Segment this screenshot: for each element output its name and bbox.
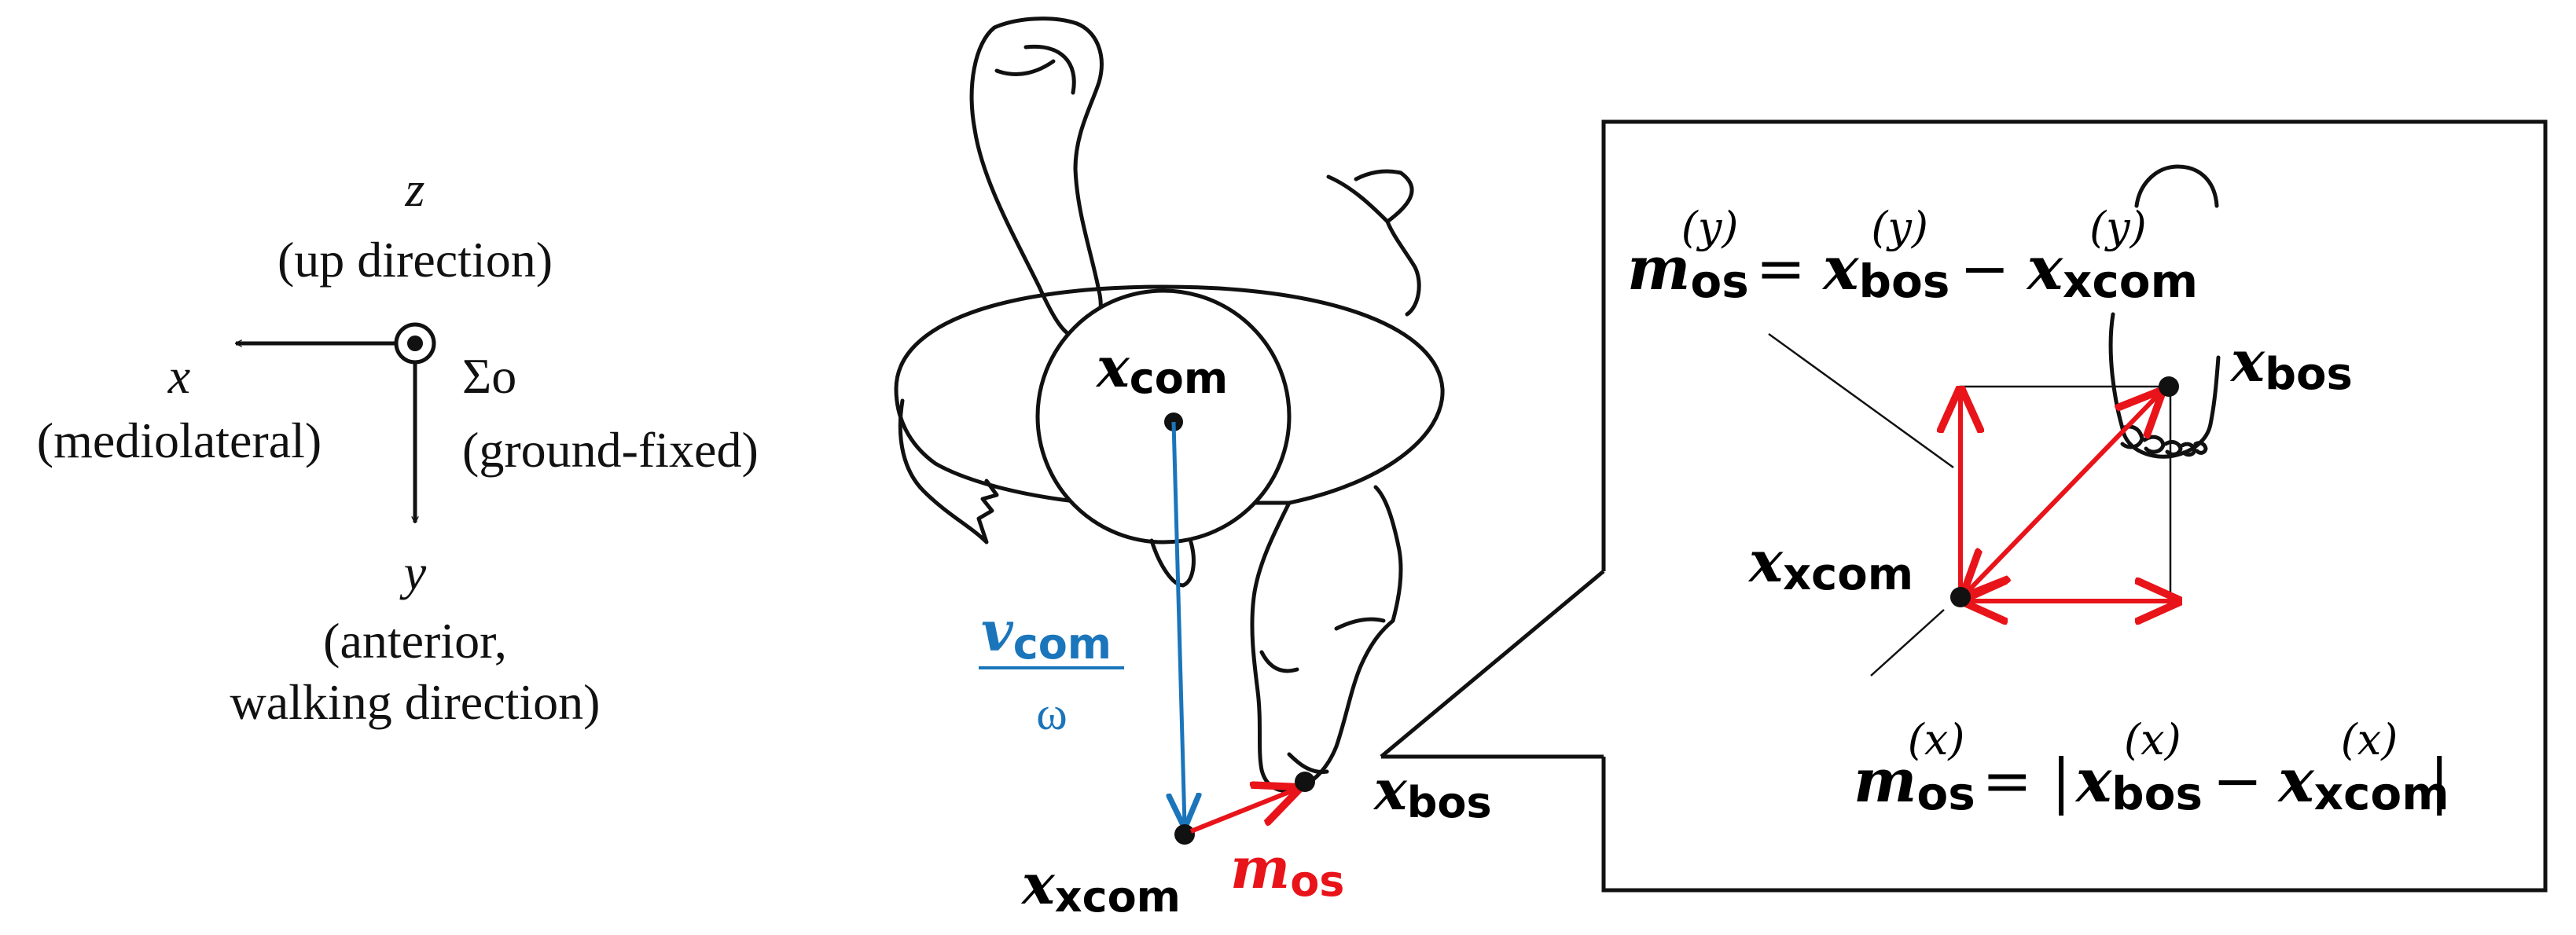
inset-detail: mos(y)=xbos(y)−xxcom(y) xbos xxcom mos(x… — [1627, 164, 2449, 820]
callout-pointer-upper — [1380, 570, 1605, 758]
bos-point — [1295, 772, 1315, 792]
left-torso-outline — [898, 398, 999, 544]
mos-arrow — [1189, 789, 1297, 834]
mos-x-equation: mos(x)= |xbos(x)−xxcom(x)| — [1854, 715, 2449, 820]
inset-xcom-point — [1950, 587, 1971, 607]
y-axis-description-line2: walking direction) — [230, 674, 601, 730]
inset-bos-point — [2159, 376, 2179, 397]
y-axis-label: y — [399, 544, 427, 600]
y-axis-description-line1: (anterior, — [323, 613, 507, 669]
velocity-over-omega-label: vcom ω — [979, 599, 1124, 739]
x-axis-description: (mediolateral) — [37, 412, 322, 468]
inset-frame — [1601, 119, 2548, 893]
foot-outline — [2134, 164, 2219, 208]
z-axis-label: z — [405, 161, 425, 217]
head-outline — [1035, 288, 1292, 544]
z-axis-dot — [407, 336, 423, 351]
omega-label: ω — [1036, 688, 1068, 739]
frame-label: Σo — [462, 348, 516, 404]
velocity-arrow — [1174, 421, 1185, 825]
zoom-callout — [1380, 119, 2548, 893]
m-os-label: mos — [1230, 834, 1344, 906]
chin-outline — [1149, 538, 1196, 588]
x-axis-label: x — [167, 348, 190, 404]
leader-line-y — [1768, 332, 1954, 469]
leader-line-x — [1870, 609, 1945, 676]
z-axis-description: (up direction) — [277, 232, 553, 288]
xcom-point — [1174, 824, 1195, 845]
v-com-label: vcom — [981, 599, 1112, 669]
right-hand-outline — [1326, 169, 1421, 317]
inset-x-xcom-label: xxcom — [1747, 528, 1913, 600]
coordinate-frame: z (up direction) x (mediolateral) Σo (gr… — [37, 161, 759, 730]
leg-outline — [1250, 485, 1403, 793]
mos-y-equation: mos(y)=xbos(y)−xxcom(y) — [1627, 203, 2198, 308]
x-bos-label: xbos — [1373, 757, 1492, 827]
x-com-label: xcom — [1095, 335, 1228, 403]
shoulders-outline — [894, 284, 1445, 508]
x-xcom-label: xxcom — [1020, 852, 1181, 922]
frame-description: (ground-fixed) — [462, 422, 759, 478]
walking-figure: xcom vcom ω xxcom mos xbos — [894, 16, 1492, 922]
inset-x-bos-label: xbos — [2229, 328, 2353, 400]
mos-diagonal-arrow — [1965, 393, 2160, 594]
